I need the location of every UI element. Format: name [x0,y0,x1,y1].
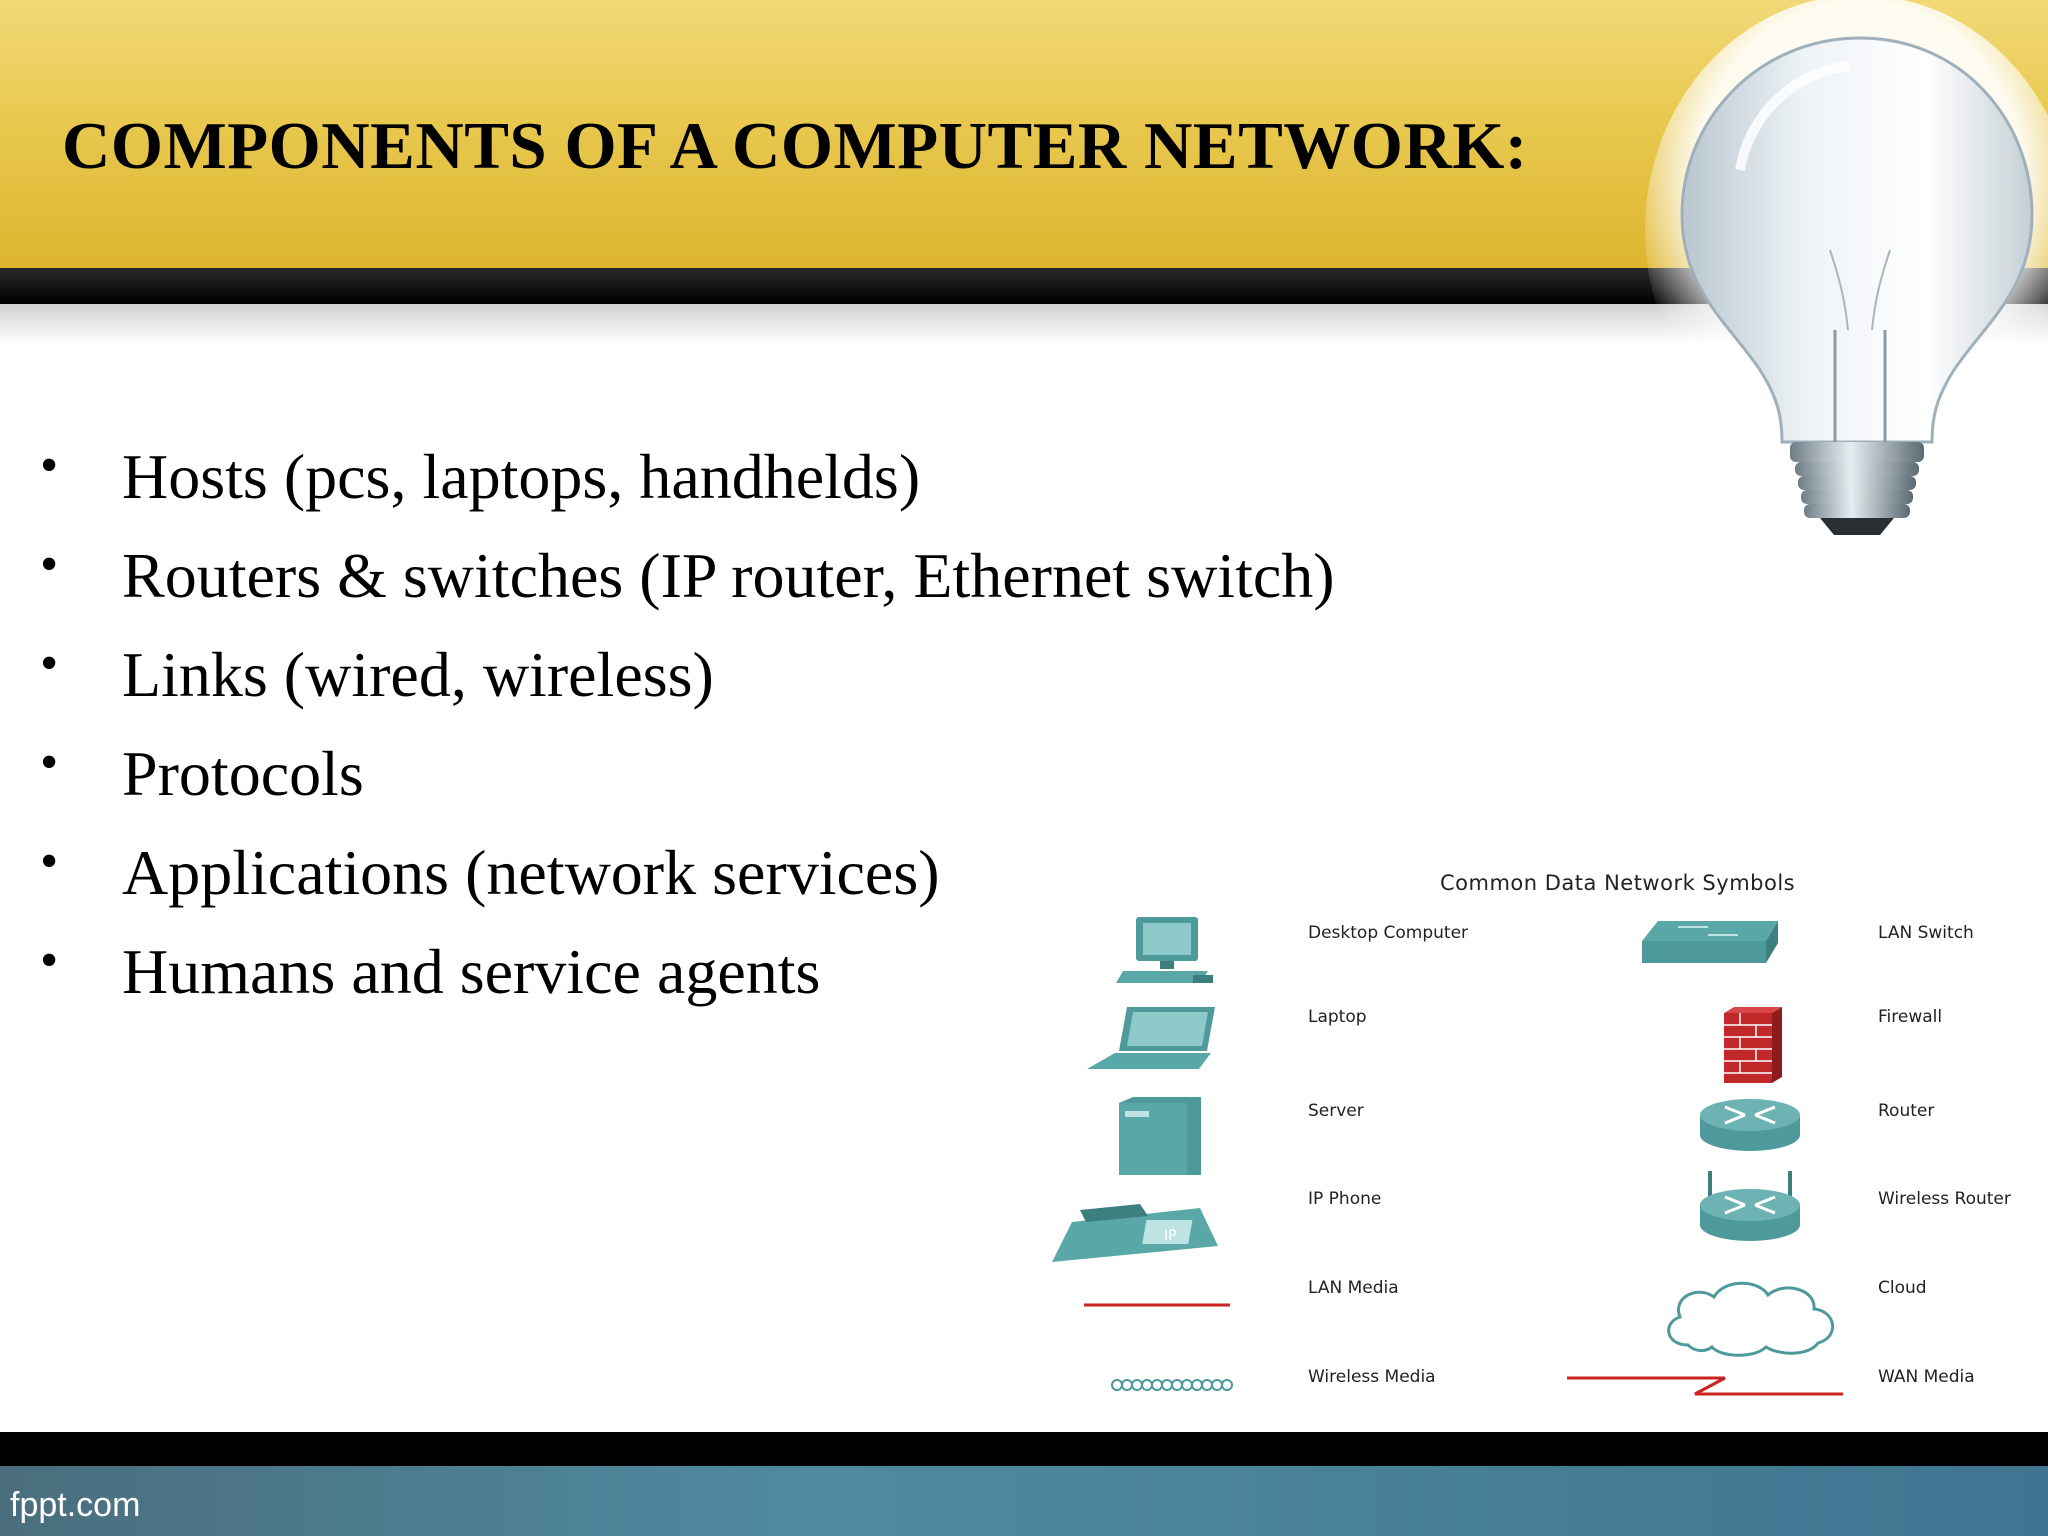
bullet-marker: • [40,635,59,692]
symbol-label-lan-switch: LAN Switch [1878,923,1974,943]
ip-phone-icon: IP [1052,1204,1218,1262]
cloud-icon [1667,1281,1835,1357]
bullet-marker: • [40,536,59,593]
ip-phone-tag: IP [1164,1228,1177,1244]
wireless-media-icon [1111,1379,1233,1391]
footer-rule [0,1432,2048,1466]
symbol-label-wireless-router: Wireless Router [1878,1189,2011,1209]
symbol-label-laptop: Laptop [1308,1007,1367,1027]
symbols-title: Common Data Network Symbols [1440,871,1796,895]
symbol-label-ip-phone: IP Phone [1308,1189,1382,1209]
symbol-label-router: Router [1878,1101,1935,1121]
desktop-computer-icon [1116,917,1213,983]
bullet-text: Links (wired, wireless) [122,639,714,710]
symbol-label-lan-media: LAN Media [1308,1278,1399,1298]
symbol-label-wireless-media: Wireless Media [1308,1367,1436,1387]
light-bulb-icon [1645,0,2048,535]
wan-media-icon [1567,1376,1843,1396]
bullet-text: Hosts (pcs, laptops, handhelds) [122,441,921,512]
footer-band: fppt.com [0,1466,2048,1536]
server-icon [1119,1097,1201,1175]
bullet-text: Applications (network services) [122,837,940,908]
router-icon [1700,1099,1800,1151]
lan-switch-icon [1642,921,1778,963]
network-symbols-figure: Common Data Network Symbols IP Deskto [1040,855,2048,1415]
bullet-marker: • [40,833,59,890]
slide-title: COMPONENTS OF A COMPUTER NETWORK: [62,109,1528,183]
symbol-label-firewall: Firewall [1878,1007,1943,1027]
bullet-text: Routers & switches (IP router, Ethernet … [122,540,1335,611]
symbol-label-cloud: Cloud [1878,1278,1927,1298]
symbol-label-server: Server [1308,1101,1364,1121]
bullet-text: Protocols [122,738,364,809]
bullet-text: Humans and service agents [122,936,821,1007]
bullet-marker: • [40,437,59,494]
symbol-label-wan-media: WAN Media [1878,1367,1975,1387]
symbol-label-desktop: Desktop Computer [1308,923,1469,943]
firewall-icon [1724,1007,1782,1083]
wireless-router-icon [1700,1171,1800,1241]
laptop-icon [1087,1007,1215,1069]
bullet-marker: • [40,734,59,791]
bullet-marker: • [40,932,59,989]
lan-media-icon [1084,1303,1230,1307]
footer-brand: fppt.com [10,1486,141,1524]
